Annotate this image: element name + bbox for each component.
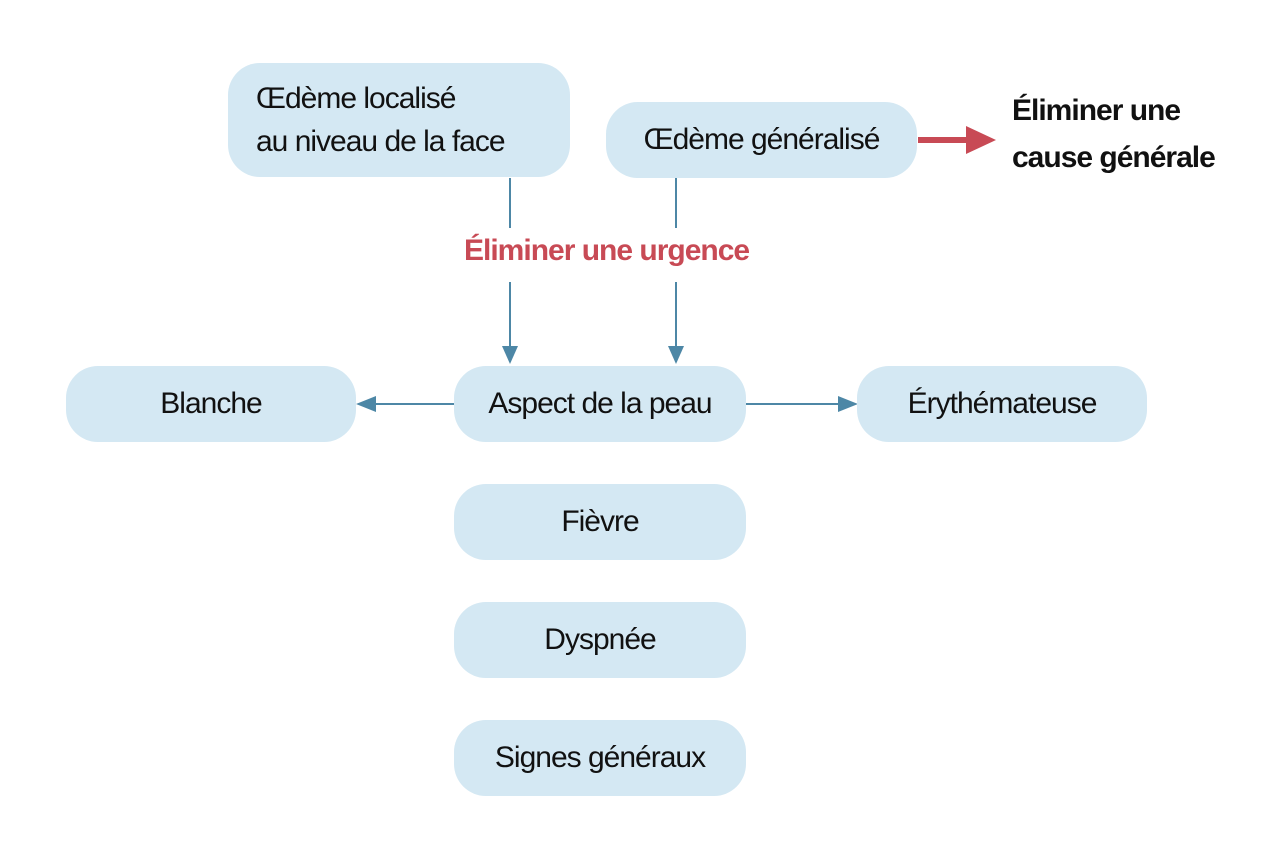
node-oedeme-localise-line2: au niveau de la face [256, 125, 506, 158]
node-signes-generaux-label: Signes généraux [494, 741, 706, 774]
arrow-head-cause-generale [966, 126, 996, 154]
node-oedeme-generalise-label: Œdème généralisé [643, 123, 881, 156]
arrow-head-generalise [668, 346, 684, 364]
node-erythemateuse: Érythémateuse [857, 366, 1147, 442]
node-blanche-label: Blanche [160, 387, 262, 420]
arrow-head-blanche [356, 396, 376, 412]
node-fievre: Fièvre [454, 484, 746, 560]
node-dyspnee-label: Dyspnée [544, 623, 656, 656]
node-signes-generaux: Signes généraux [454, 720, 746, 796]
node-aspect-peau-label: Aspect de la peau [488, 387, 712, 420]
node-oedeme-generalise: Œdème généralisé [606, 102, 917, 178]
arrow-head-localise [502, 346, 518, 364]
label-eliminer-cause-generale-line2: cause générale [1012, 140, 1216, 174]
label-eliminer-urgence: Éliminer une urgence [464, 234, 750, 267]
node-oedeme-localise-line1: Œdème localisé [256, 81, 456, 115]
node-aspect-peau: Aspect de la peau [454, 366, 746, 442]
node-dyspnee: Dyspnée [454, 602, 746, 678]
node-fievre-label: Fièvre [561, 505, 639, 538]
node-erythemateuse-label: Érythémateuse [907, 387, 1098, 420]
arrow-head-erythemateuse [838, 396, 858, 412]
label-eliminer-cause-generale-line1: Éliminer une [1012, 94, 1181, 127]
node-blanche: Blanche [66, 366, 356, 442]
label-eliminer-cause-generale: Éliminer une cause générale [1012, 88, 1216, 181]
node-oedeme-localise: Œdème localisé au niveau de la face [228, 63, 570, 177]
